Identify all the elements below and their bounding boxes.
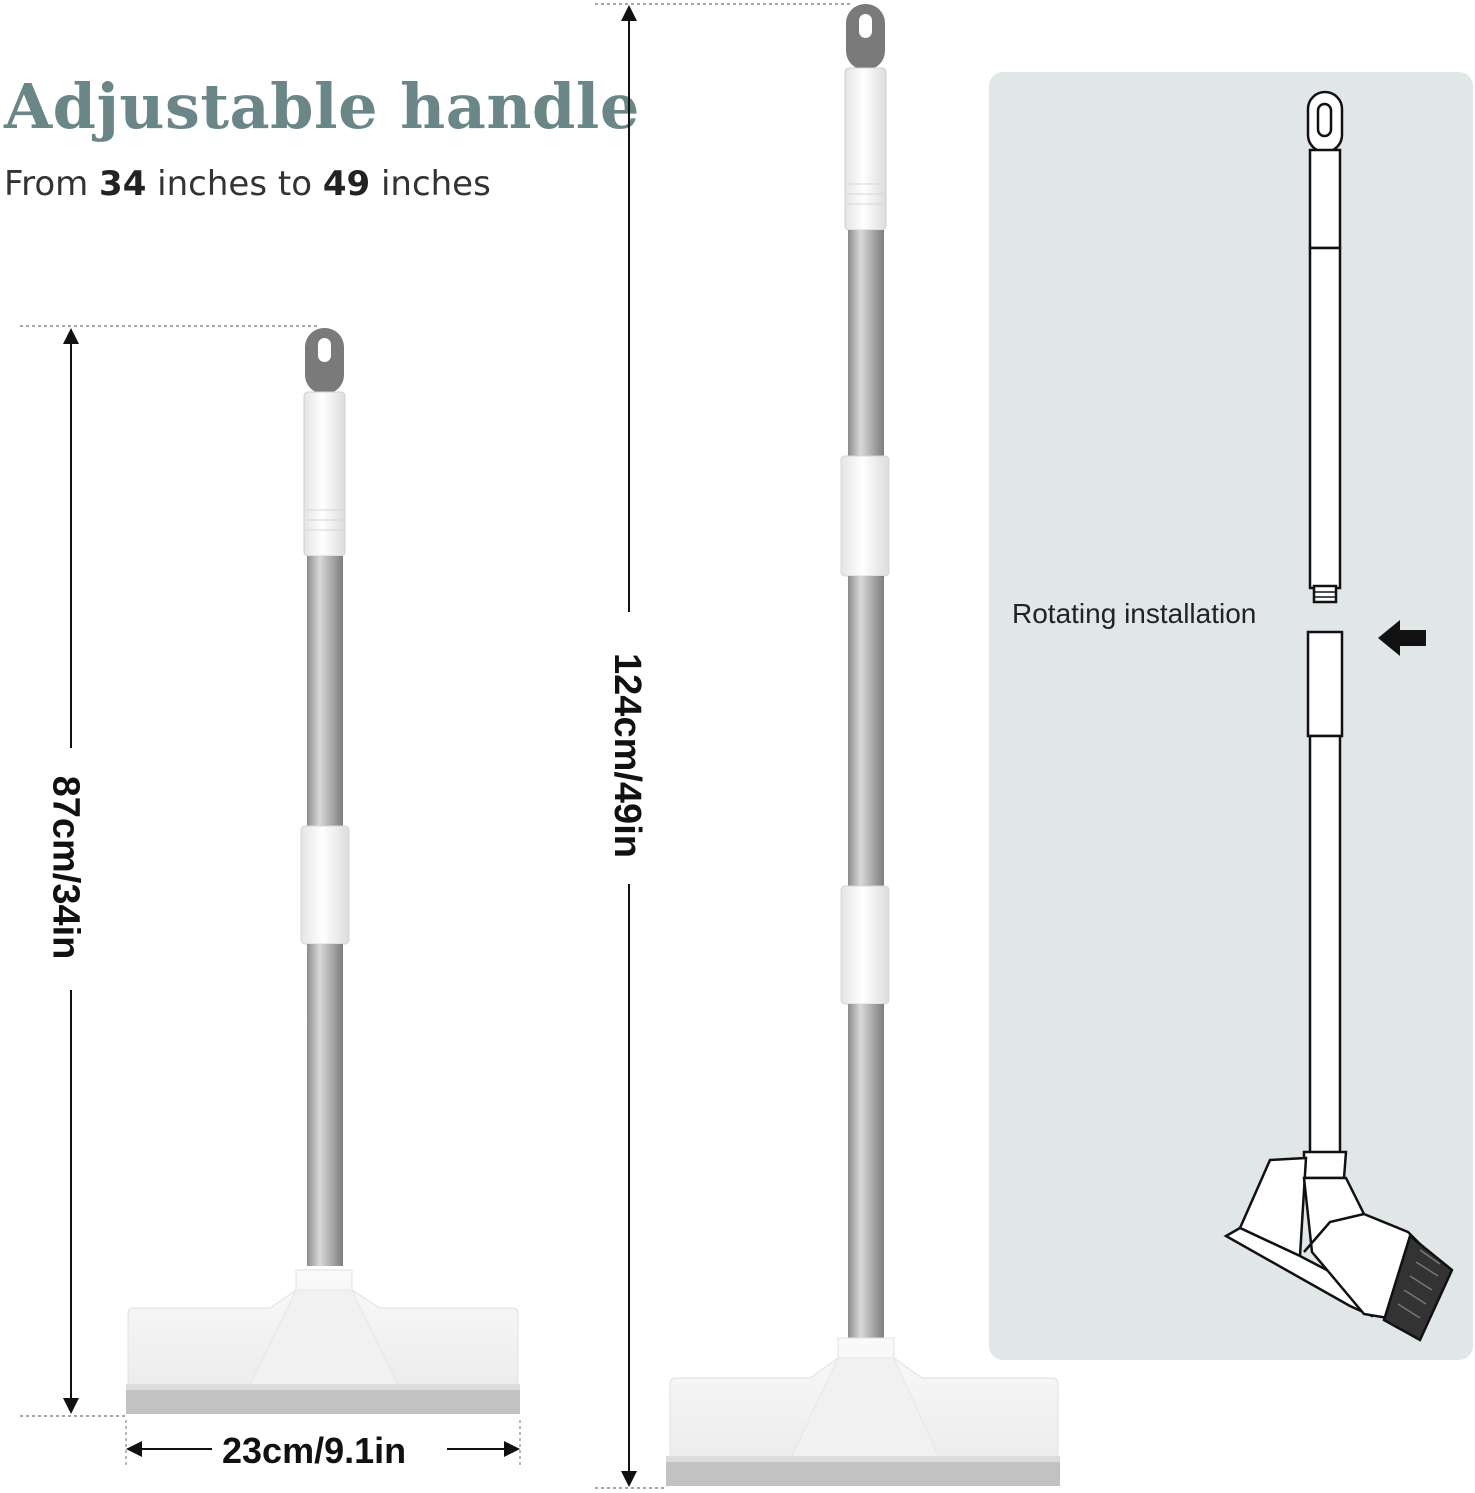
upper-grip [1308,148,1342,250]
short-height-label: 87cm/34in [44,775,87,960]
top-grip [844,67,887,231]
rod-segment [307,556,343,828]
top-grip [303,391,346,557]
arrow-left-icon [126,1441,142,1457]
installation-panel [989,72,1473,1360]
arrow-up-icon [621,5,637,21]
rotating-installation-label: Rotating installation [1012,598,1257,629]
hang-hook [1306,90,1344,154]
range-max: 49 [322,164,371,204]
hang-hole [318,338,331,362]
joint-collar [840,455,890,577]
rod-segment [848,1004,884,1342]
lower-socket [1306,630,1344,738]
left-arrow-icon [1378,620,1426,656]
thread-connector [1312,584,1338,604]
upper-rod [1308,246,1342,590]
joint-collar [840,885,890,1005]
tall-height-label: 124cm/49in [605,653,648,858]
length-range-text: From 34 inches to 49 inches [4,164,491,204]
range-suffix: inches [370,164,491,204]
hang-hole [1316,102,1333,138]
joint-collar [300,825,350,945]
installation-drawing [1223,90,1454,1342]
rod-segment [307,944,343,1266]
arrow-up-icon [63,328,79,344]
tall-squeegee [595,3,1060,1489]
rod-segment [848,576,884,888]
range-prefix: From [4,164,100,204]
head-collar [1302,1150,1348,1180]
head-width-label: 23cm/9.1in [222,1430,407,1471]
short-squeegee [20,325,521,1468]
range-min: 34 [99,164,147,204]
arrow-right-icon [504,1441,520,1457]
brush-bristles-sketch [1382,1233,1454,1342]
lower-rod [1308,734,1342,1158]
page-title: Adjustable handle [4,70,640,143]
range-middle: inches to [146,164,323,204]
hang-hole [859,14,872,38]
arrow-down-icon [621,1471,637,1487]
rod-segment [848,230,884,458]
arrow-down-icon [63,1398,79,1414]
